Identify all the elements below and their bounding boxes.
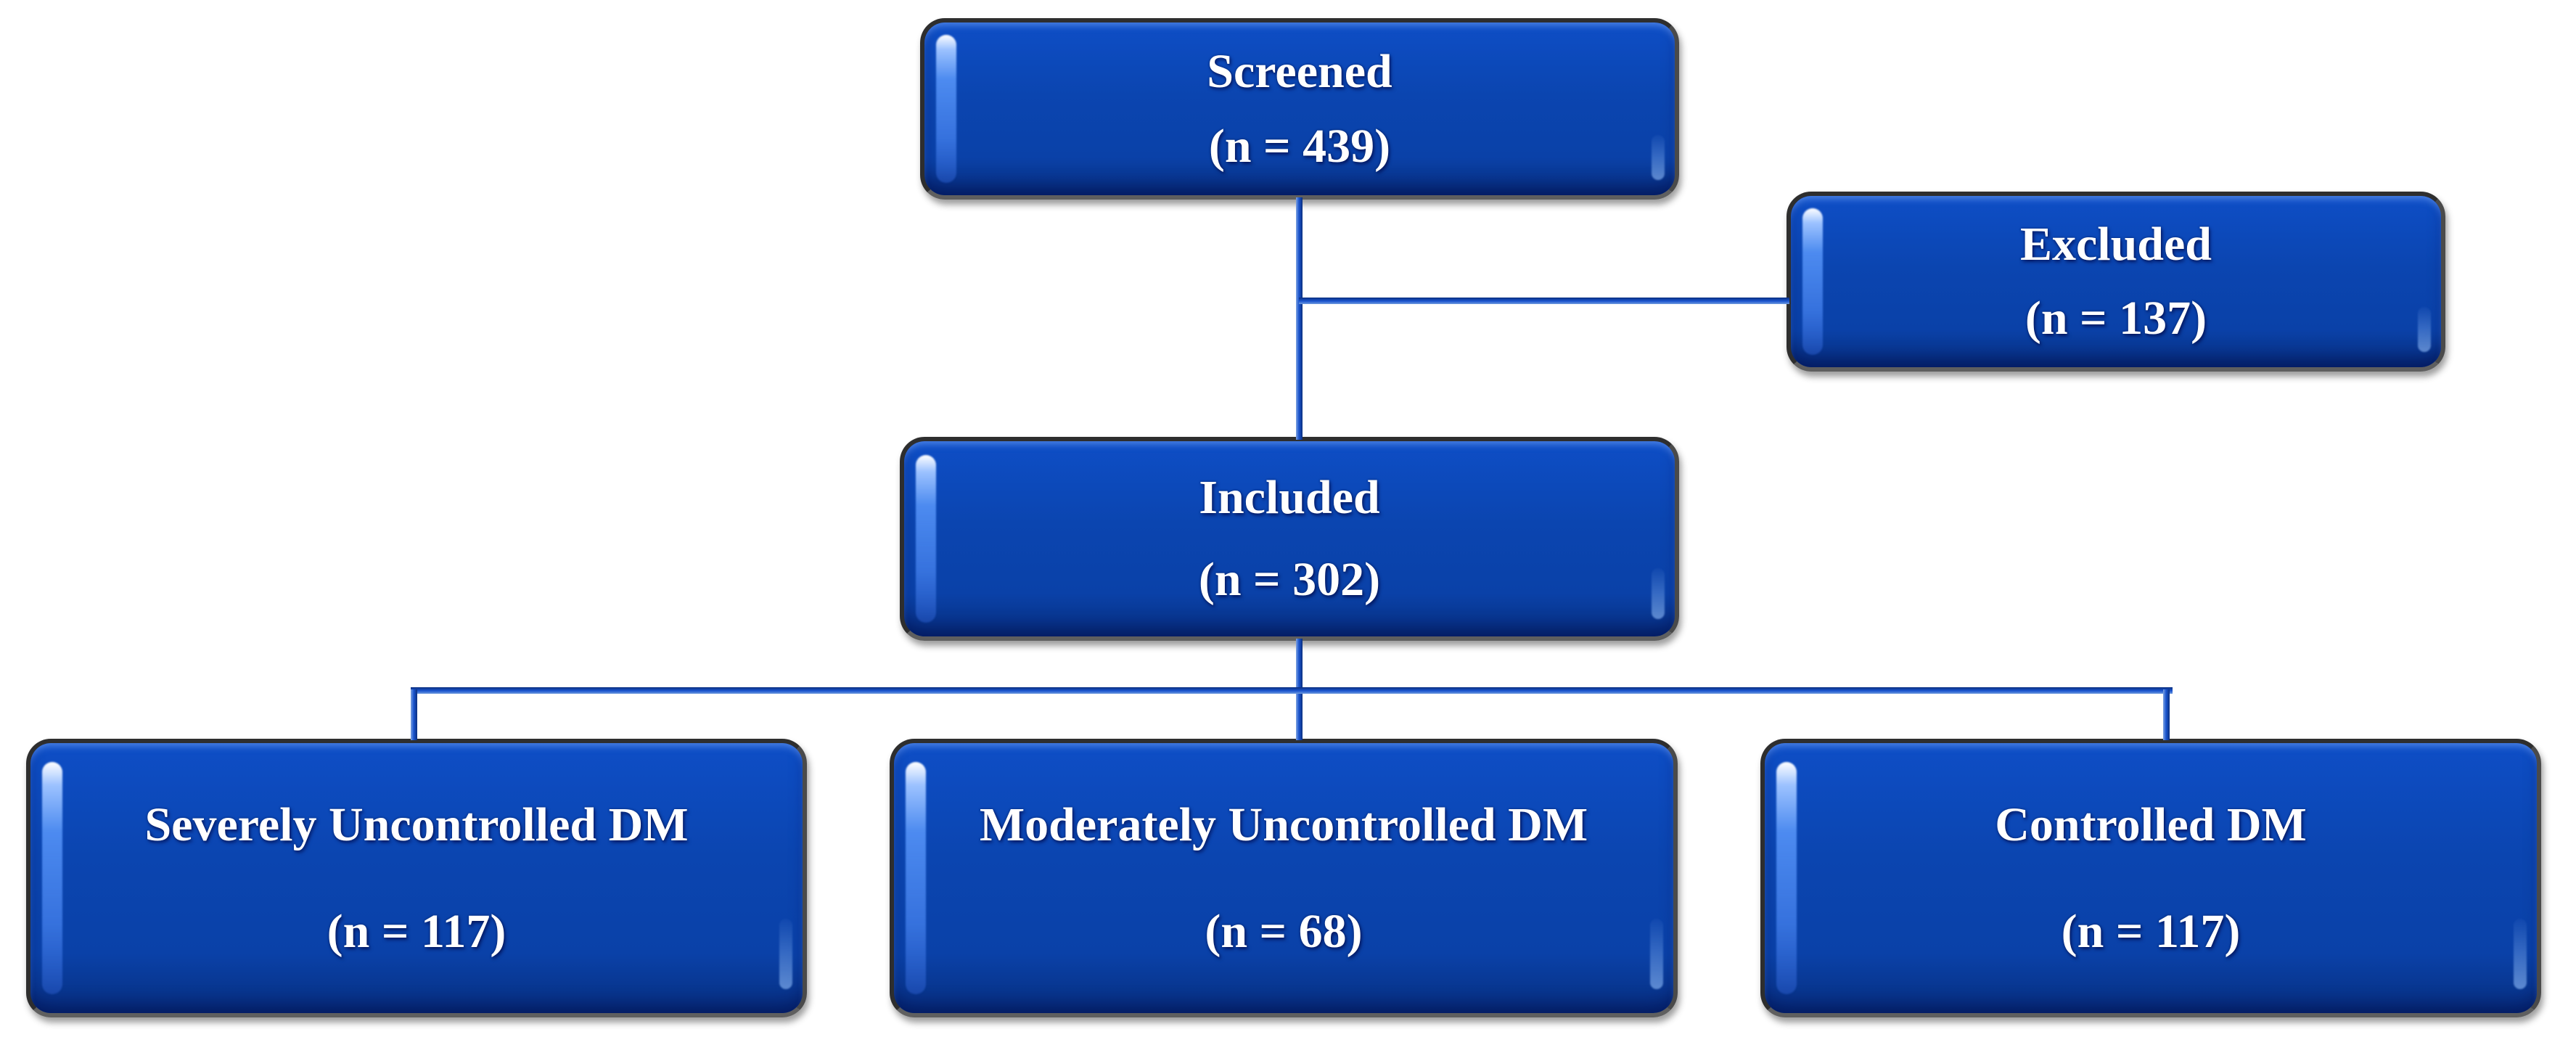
node-count: (n = 117) bbox=[327, 904, 506, 958]
node-count: (n = 137) bbox=[2025, 292, 2207, 345]
node-count: (n = 439) bbox=[1208, 119, 1391, 173]
node-count: (n = 117) bbox=[2061, 904, 2241, 958]
node-title: Screened bbox=[1207, 45, 1392, 99]
node-title: Excluded bbox=[2019, 218, 2212, 271]
node-count: (n = 302) bbox=[1198, 553, 1381, 607]
node-excluded: Excluded (n = 137) bbox=[1787, 192, 2445, 372]
node-moderately-uncontrolled-dm: Moderately Uncontrolled DM (n = 68) bbox=[890, 739, 1678, 1017]
node-included: Included (n = 302) bbox=[900, 437, 1679, 641]
node-title: Severely Uncontrolled DM bbox=[144, 798, 689, 851]
connector-distribution-line bbox=[411, 687, 2173, 694]
connector-screened-to-included bbox=[1296, 197, 1303, 440]
node-controlled-dm: Controlled DM (n = 117) bbox=[1760, 739, 2541, 1017]
node-count: (n = 68) bbox=[1205, 904, 1363, 958]
node-screened: Screened (n = 439) bbox=[920, 18, 1679, 200]
node-title: Moderately Uncontrolled DM bbox=[979, 798, 1588, 851]
node-severely-uncontrolled-dm: Severely Uncontrolled DM (n = 117) bbox=[26, 739, 807, 1017]
connector-drop-to-controlled bbox=[2163, 689, 2170, 740]
node-title: Included bbox=[1199, 471, 1380, 525]
connector-drop-to-severely bbox=[411, 689, 417, 740]
node-title: Controlled DM bbox=[1995, 798, 2307, 851]
connector-branch-to-excluded bbox=[1299, 298, 1789, 304]
